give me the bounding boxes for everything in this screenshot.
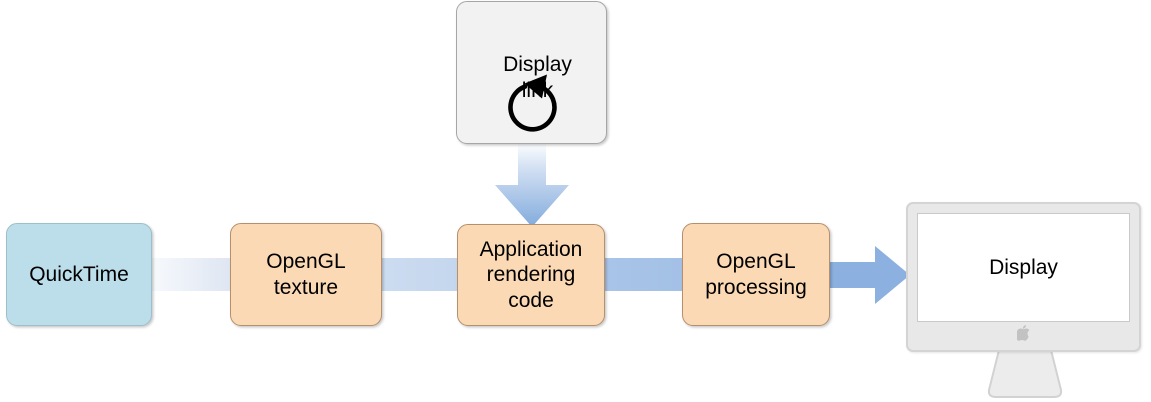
node-display-monitor[interactable]: Display	[900, 198, 1150, 402]
connector-application-to-opengl-processing	[603, 258, 685, 291]
node-quicktime[interactable]: QuickTime	[6, 223, 152, 326]
connector-quicktime-to-opengl-texture	[150, 258, 234, 291]
monitor-stand	[987, 350, 1063, 398]
node-application-rendering-code[interactable]: Application rendering code	[457, 224, 605, 326]
node-opengl-texture-label-line1: OpenGL	[266, 249, 346, 273]
node-application-rendering-code-label-line2: rendering	[486, 263, 576, 287]
node-application-rendering-code-label-line1: Application	[479, 237, 583, 261]
connector-opengl-texture-to-application	[380, 258, 460, 291]
node-display-link[interactable]: Display link	[456, 1, 607, 144]
node-display-label: Display	[989, 255, 1058, 279]
monitor-chin	[917, 320, 1130, 346]
monitor-bezel: Display	[906, 202, 1141, 352]
node-opengl-texture[interactable]: OpenGL texture	[230, 223, 382, 326]
node-application-rendering-code-label-line3: code	[508, 288, 554, 312]
node-opengl-texture-label: OpenGL texture	[260, 249, 351, 300]
arrow-right-to-display-icon	[828, 246, 910, 304]
monitor-screen: Display	[917, 213, 1130, 322]
node-opengl-processing-label: OpenGL processing	[699, 249, 813, 300]
node-display-link-label-line1: Display	[503, 53, 572, 77]
apple-logo-icon	[1017, 325, 1030, 341]
node-application-rendering-code-label: Application rendering code	[474, 237, 589, 314]
arrow-down-display-link-icon	[495, 143, 569, 227]
node-opengl-processing[interactable]: OpenGL processing	[682, 223, 830, 326]
node-quicktime-label: QuickTime	[29, 262, 129, 286]
node-opengl-processing-label-line2: processing	[705, 275, 807, 299]
node-opengl-texture-label-line2: texture	[273, 275, 339, 299]
circular-refresh-arrow-icon	[507, 74, 557, 132]
node-opengl-processing-label-line1: OpenGL	[716, 249, 796, 273]
